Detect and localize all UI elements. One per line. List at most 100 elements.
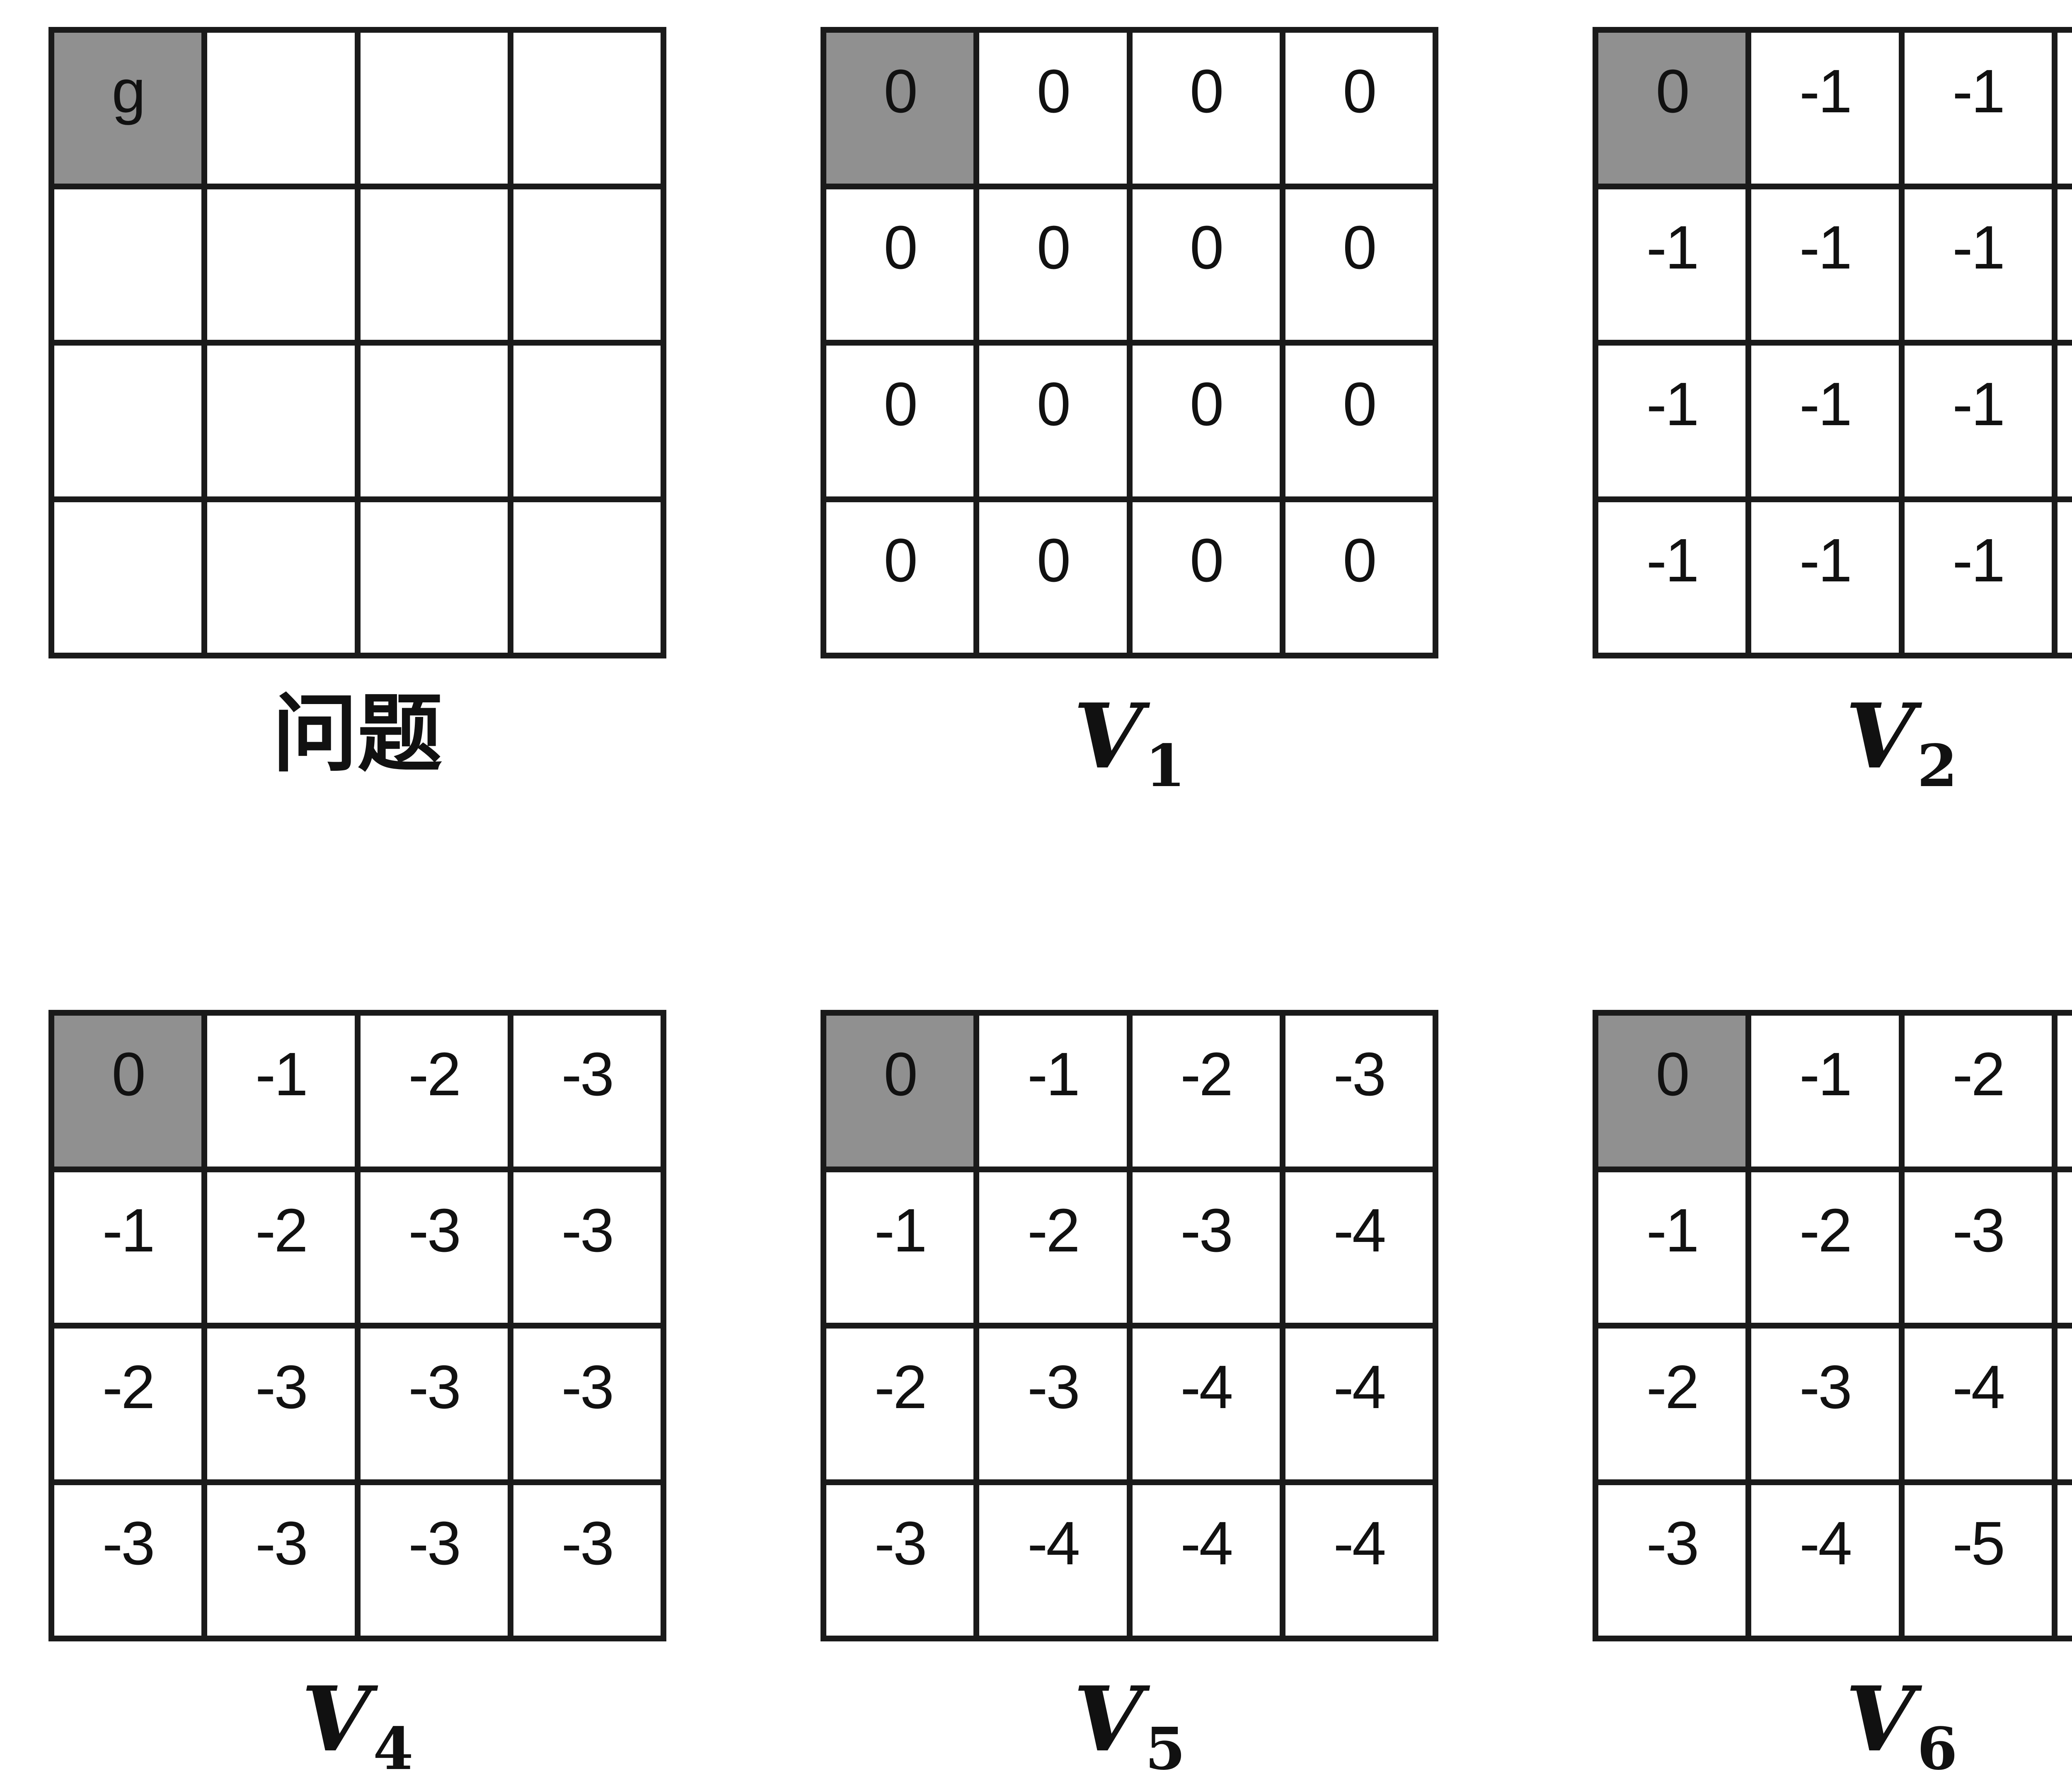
grid-cell: 0 [1282,499,1435,656]
grid-cell: -2 [51,1326,205,1482]
grid-cell: 0 [823,499,977,656]
grid-cell: 0 [976,343,1130,499]
grid-cell: 0 [1129,30,1283,186]
panel-label-problem: 问题 [273,692,443,799]
grid-cell: -1 [1595,186,1749,343]
grid-cell: -2 [1129,1013,1283,1169]
grid-cell: -2 [204,1169,358,1326]
grid-cell [510,186,663,343]
grid-cell: -2 [1748,1169,1902,1326]
grid-cell: -2 [1595,1326,1749,1482]
grid-cell: -1 [976,1013,1130,1169]
grid-cell: -1 [204,1013,358,1169]
grid-cell: -1 [1901,343,2055,499]
grid-cell: 0 [976,30,1130,186]
grid-cell [510,343,663,499]
panel-label-subscript: 2 [1917,732,1958,800]
panel-label-subscript: 1 [1145,732,1186,800]
goal-cell: 0 [1595,1013,1749,1169]
panel-label-symbol: V [301,1667,371,1772]
grid-cell: 0 [1282,186,1435,343]
grid-cell: -3 [1129,1169,1283,1326]
grid-cell: 0 [1129,343,1283,499]
grid-cell: -1 [2054,30,2072,186]
grid-cell [357,186,511,343]
grid-cell: -3 [1595,1482,1749,1638]
grid-cell: -4 [1129,1482,1283,1638]
grid-cell [204,186,358,343]
grid-cell: 0 [976,499,1130,656]
goal-cell: g [51,30,205,186]
goal-cell: 0 [51,1013,205,1169]
grid-cell [204,30,358,186]
grid-cell [51,186,205,343]
grid-cell: -4 [1282,1326,1435,1482]
grid-cell: -3 [204,1482,358,1638]
grid-cell: -3 [1901,1169,2055,1326]
grid-cell: 0 [1282,343,1435,499]
grid-cell: -4 [1748,1482,1902,1638]
grid-cell: -3 [204,1326,358,1482]
grid-cell: -1 [1748,343,1902,499]
grid-cell: -3 [357,1482,511,1638]
grid-cell: -1 [2054,186,2072,343]
grid-cell [204,499,358,656]
grid-v4: 0-1-2-3-1-2-3-3-2-3-3-3-3-3-3-3 [48,1010,666,1641]
grid-cell: -1 [1748,30,1902,186]
grid-cell: -3 [510,1013,663,1169]
grid-cell: -3 [510,1482,663,1638]
grid-cell [510,499,663,656]
grid-cell: -3 [823,1482,977,1638]
grid-cell: -5 [1901,1482,2055,1638]
grid-v5: 0-1-2-3-1-2-3-4-2-3-4-4-3-4-4-4 [821,1010,1438,1641]
grid-cell [357,343,511,499]
panel-label-symbol: V [1073,1667,1143,1772]
grid-cell: -1 [51,1169,205,1326]
goal-cell: 0 [823,1013,977,1169]
grid-cell: 0 [823,343,977,499]
grid-v2: 0-1-1-1-1-1-1-1-1-1-1-1-1-1-1-1 [1593,27,2072,658]
grid-cell: -5 [2054,1482,2072,1638]
grid-cell: -3 [1748,1326,1902,1482]
grid-cell: 0 [1129,499,1283,656]
grid-cell: -1 [1595,1169,1749,1326]
grid-cell: -2 [1901,1013,2055,1169]
panel-v6: 0-1-2-3-1-2-3-4-2-3-4-5-3-4-5-5V6 [1593,1010,2072,1774]
grid-cell: -3 [510,1169,663,1326]
grid-cell: -2 [823,1326,977,1482]
grid-cell: -1 [1901,499,2055,656]
grid-cell: -1 [1901,186,2055,343]
panel-v2: 0-1-1-1-1-1-1-1-1-1-1-1-1-1-1-1V2 [1593,27,2072,799]
panel-label-symbol: V [1845,684,1915,789]
grid-cell: -3 [510,1326,663,1482]
grid-cell: -4 [1901,1326,2055,1482]
goal-cell: 0 [823,30,977,186]
grid-cell [510,30,663,186]
grid-cell [51,499,205,656]
grid-cell: -5 [2054,1326,2072,1482]
grid-cell: 0 [1282,30,1435,186]
grid-cell: 0 [976,186,1130,343]
panel-label-symbol: V [1073,684,1143,789]
grid-cell [204,343,358,499]
goal-cell: 0 [1595,30,1749,186]
grid-cell: -3 [51,1482,205,1638]
grid-cell [51,343,205,499]
grid-cell: -4 [1129,1326,1283,1482]
grid-cell: -1 [1748,1013,1902,1169]
grid-cell: 0 [823,186,977,343]
grid-cell: -3 [1282,1013,1435,1169]
grid-cell: -1 [2054,343,2072,499]
grid-cell: -1 [1901,30,2055,186]
panel-label-symbol: V [1845,1667,1915,1772]
